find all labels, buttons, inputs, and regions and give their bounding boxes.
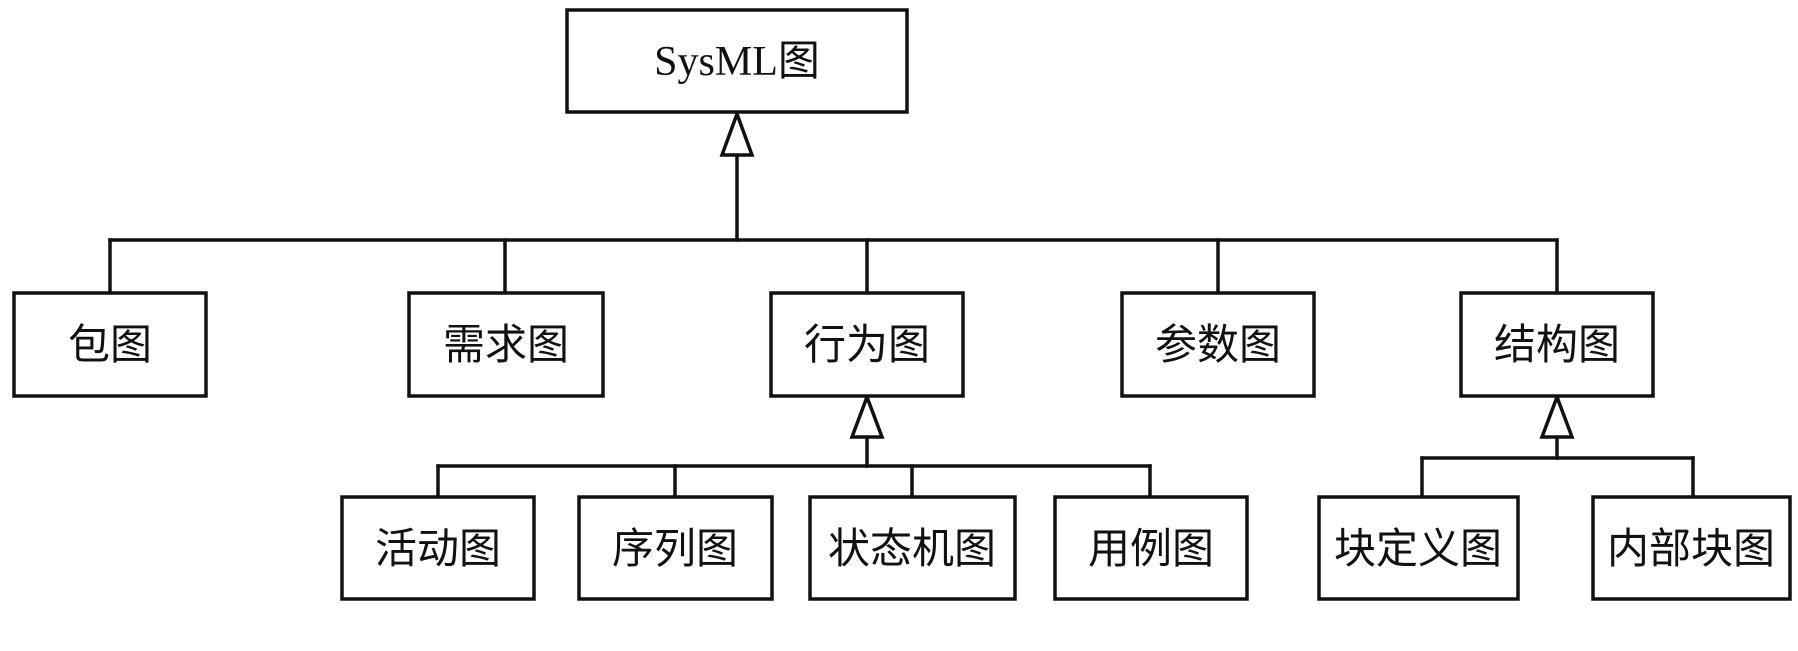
node-box [340, 495, 536, 601]
node-box [12, 291, 208, 398]
node-box [565, 8, 909, 114]
node-label: 序列图 [612, 527, 738, 573]
node-label: SysML图 [654, 39, 820, 85]
node-box [1053, 495, 1249, 601]
node-label: 行为图 [804, 323, 930, 369]
connectors [108, 153, 1695, 499]
node-box [577, 495, 774, 601]
node-parametric[interactable]: 参数图 [1120, 291, 1316, 398]
node-box [1459, 291, 1655, 398]
node-structure[interactable]: 结构图 [1459, 291, 1655, 398]
node-label: 包图 [68, 323, 152, 369]
generalization-arrow-icon [1539, 392, 1575, 439]
node-package[interactable]: 包图 [12, 291, 208, 398]
node-ibd[interactable]: 内部块图 [1591, 495, 1792, 601]
node-box [769, 291, 965, 398]
node-box [808, 495, 1017, 601]
node-label: 活动图 [375, 527, 501, 573]
node-activity[interactable]: 活动图 [340, 495, 536, 601]
node-label: 参数图 [1155, 322, 1281, 369]
generalization-arrow-icon [849, 392, 885, 439]
node-behavior[interactable]: 行为图 [769, 291, 965, 398]
node-statemachine[interactable]: 状态机图 [808, 495, 1017, 601]
node-usecase[interactable]: 用例图 [1053, 495, 1249, 601]
node-label: 需求图 [443, 323, 569, 369]
node-box [1317, 495, 1520, 601]
node-requirement[interactable]: 需求图 [407, 291, 605, 398]
arrowheads [719, 108, 1575, 439]
node-label: 内部块图 [1607, 527, 1775, 573]
node-sequence[interactable]: 序列图 [577, 495, 774, 601]
node-sysml[interactable]: SysML图 [565, 8, 909, 114]
node-box [1120, 291, 1316, 398]
node-label: 状态机图 [828, 527, 996, 573]
node-label: 结构图 [1494, 323, 1620, 369]
node-bdd[interactable]: 块定义图 [1317, 495, 1520, 601]
node-box [1591, 495, 1792, 601]
node-label: 块定义图 [1334, 526, 1502, 573]
node-box [407, 291, 605, 398]
node-label: 用例图 [1088, 527, 1214, 573]
generalization-arrow-icon [719, 108, 755, 157]
